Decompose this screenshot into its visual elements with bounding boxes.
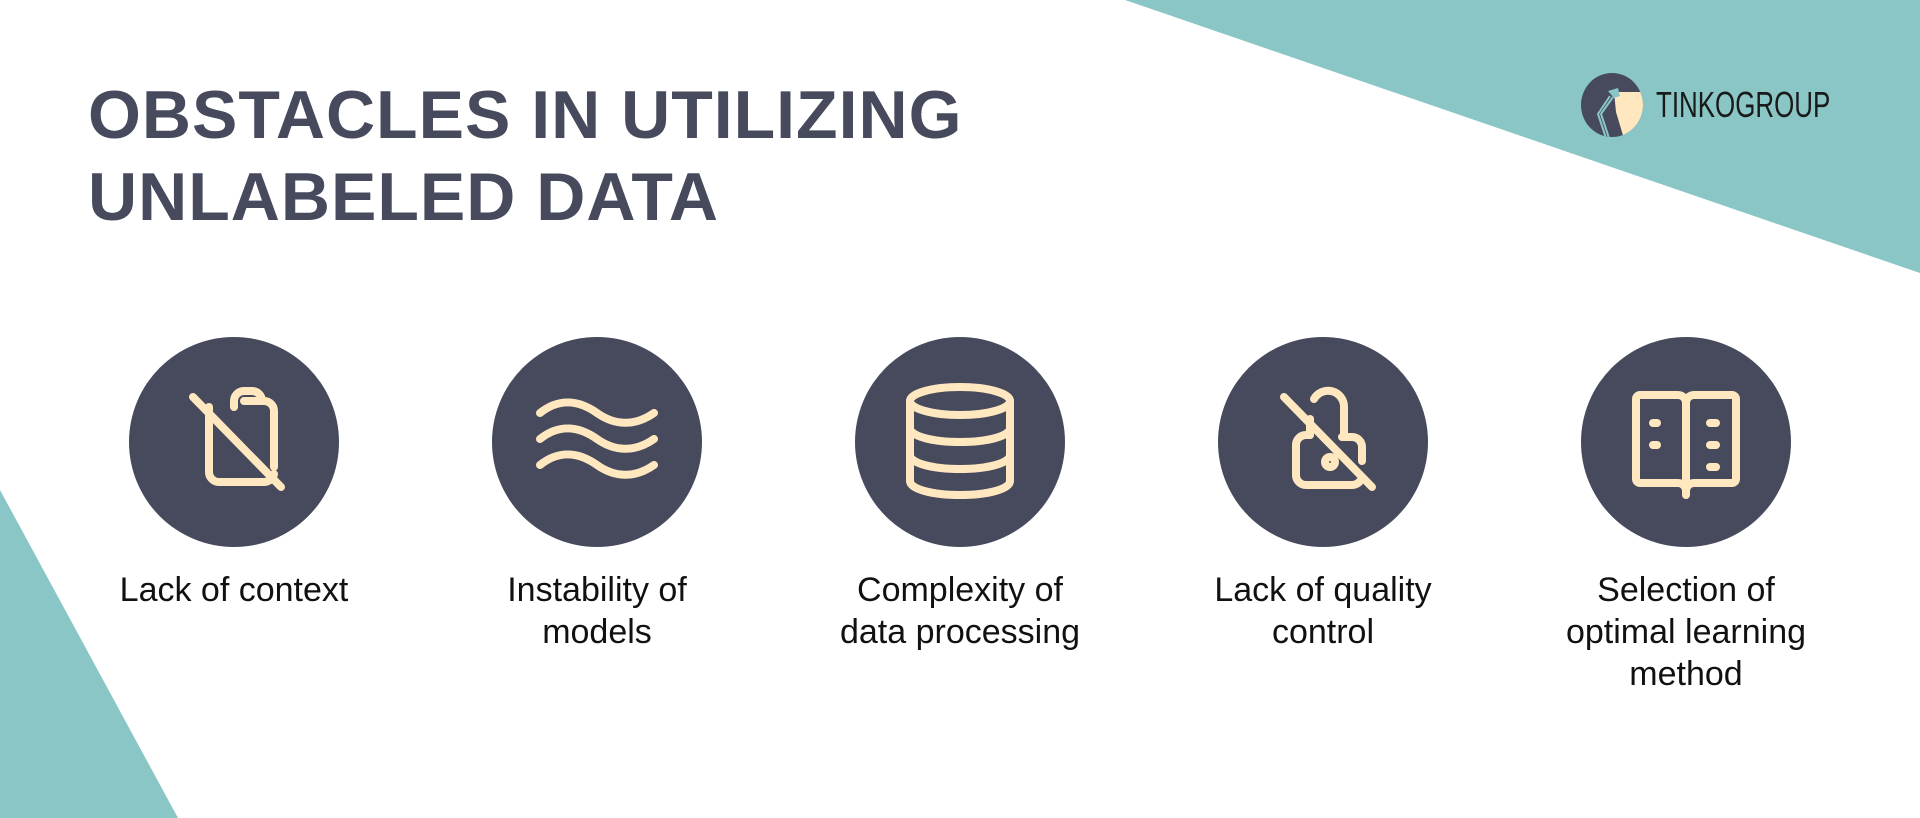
desk-lamp-icon — [1581, 73, 1643, 137]
clipboard-off-icon — [189, 387, 285, 491]
list-item: Instability of models — [447, 337, 747, 653]
page-title: OBSTACLES IN UTILIZING UNLABELED DATA — [88, 74, 963, 238]
item-label: Lack of quality control — [1214, 571, 1432, 651]
item-label: Instability of models — [507, 571, 687, 651]
bottom-left-teal-triangle — [0, 490, 178, 818]
list-item: Lack of quality control — [1173, 337, 1473, 653]
title-line-1: OBSTACLES IN UTILIZING — [88, 77, 963, 153]
list-item: Selection of optimal learning method — [1536, 337, 1836, 695]
database-icon — [906, 383, 1014, 500]
open-book-icon — [1632, 391, 1740, 499]
list-item: Complexity of data processing — [810, 337, 1110, 653]
item-label: Selection of optimal learning method — [1565, 571, 1807, 693]
icon-circle — [1218, 337, 1428, 547]
logo-text: TINKOGROUP — [1656, 84, 1831, 125]
icon-circle — [855, 337, 1065, 547]
icon-circle — [129, 337, 339, 547]
icon-circle — [1581, 337, 1791, 547]
title-line-2: UNLABELED DATA — [88, 159, 719, 235]
company-logo: TINKOGROUP — [1580, 72, 1898, 138]
top-right-teal-triangle — [1125, 0, 1920, 273]
icon-circle — [492, 337, 702, 547]
waves-icon — [536, 398, 658, 479]
lock-off-icon — [1280, 386, 1376, 491]
item-label: Lack of context — [119, 571, 349, 609]
list-item: Lack of context — [84, 337, 384, 611]
item-label: Complexity of data processing — [839, 571, 1081, 651]
